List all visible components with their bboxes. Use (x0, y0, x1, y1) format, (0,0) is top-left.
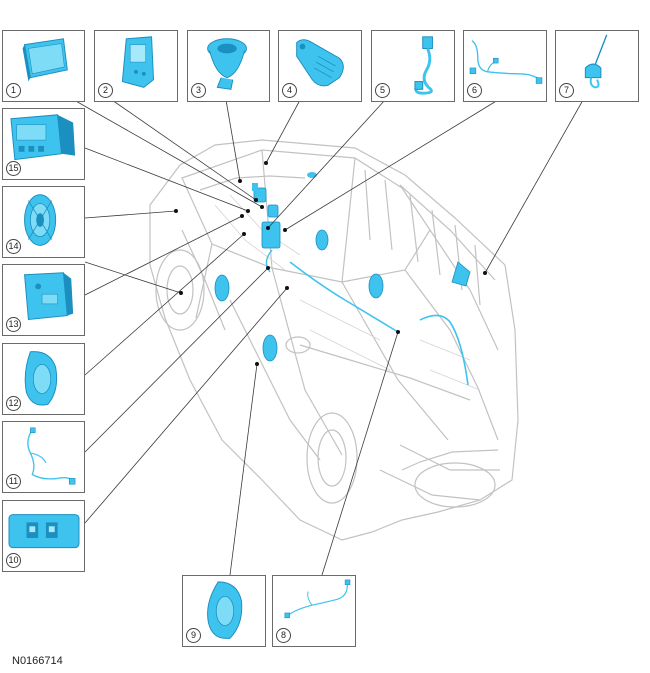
callout-number: 3 (191, 83, 206, 98)
callout-number: 8 (276, 628, 291, 643)
callout-number: 7 (559, 83, 574, 98)
callout-box-14: 14 (2, 186, 85, 258)
callout-box-11: 11 (2, 421, 85, 493)
roof-antenna-icon (584, 34, 608, 89)
callout-box-10: 10 (2, 500, 85, 572)
callout-number: 14 (6, 239, 21, 254)
callout-box-13: 13 (2, 264, 85, 336)
module-panel-icon (22, 38, 68, 82)
callout-box-15: 15 (2, 108, 85, 180)
speaker-horn-icon (207, 38, 247, 90)
callout-number: 12 (6, 396, 21, 411)
vehicle-body-outline (149, 139, 519, 541)
speaker-bracket-icon (296, 39, 344, 87)
callout-number: 9 (186, 628, 201, 643)
callout-number: 6 (467, 83, 482, 98)
door-speaker-icon (207, 581, 243, 639)
door-speaker-icon (24, 351, 58, 406)
callout-number: 13 (6, 317, 21, 332)
wiring-harness-icon (469, 40, 543, 84)
leader-lines (73, 99, 584, 576)
usb-port-icon (8, 514, 80, 549)
wiring-harness-icon (284, 579, 351, 619)
callout-box-8: 8 (272, 575, 356, 647)
wiring-harness-icon (27, 427, 76, 485)
callout-number: 4 (282, 83, 297, 98)
callout-number: 1 (6, 83, 21, 98)
callout-number: 11 (6, 474, 21, 489)
callout-box-9: 9 (182, 575, 266, 647)
callout-box-1: 1 (2, 30, 85, 102)
figure-code: N0166714 (12, 655, 63, 667)
callout-box-7: 7 (555, 30, 639, 102)
callout-number: 10 (6, 553, 21, 568)
callout-box-6: 6 (463, 30, 547, 102)
callout-box-12: 12 (2, 343, 85, 415)
audio-unit-icon (10, 114, 76, 161)
antenna-cable-icon (414, 36, 433, 95)
speaker-icon (24, 194, 57, 246)
callout-box-3: 3 (187, 30, 270, 102)
callout-box-4: 4 (278, 30, 362, 102)
callout-number: 5 (375, 83, 390, 98)
callout-number: 2 (98, 83, 113, 98)
callout-box-2: 2 (94, 30, 178, 102)
door-panel-icon (121, 36, 154, 88)
control-module-icon (24, 272, 74, 320)
callout-number: 15 (6, 161, 21, 176)
leader-endpoints (174, 161, 487, 366)
callout-box-5: 5 (371, 30, 455, 102)
